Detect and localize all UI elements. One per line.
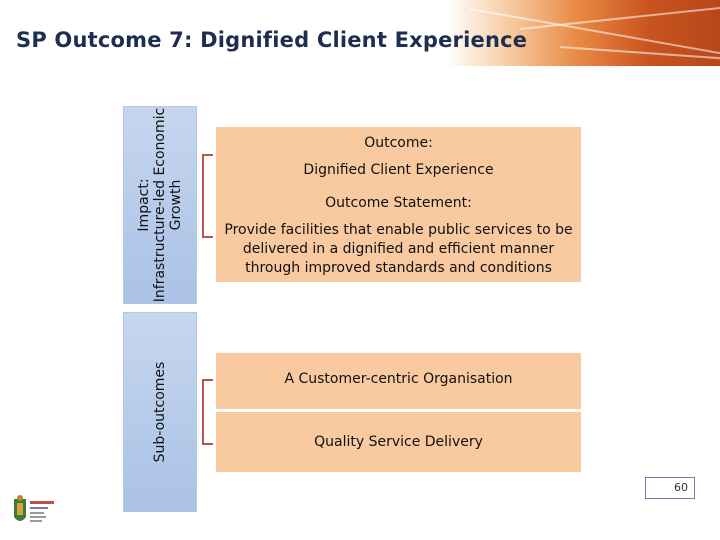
impact-line: Impact: xyxy=(136,108,152,302)
sub-outcomes-bar: Sub-outcomes xyxy=(123,312,197,512)
outcome-box: Outcome: Dignified Client Experience xyxy=(216,127,581,191)
outcome-statement-box: Outcome Statement: Provide facilities th… xyxy=(216,191,581,282)
slide-title: SP Outcome 7: Dignified Client Experienc… xyxy=(16,28,527,52)
impact-label: Impact: Infrastructure-led Economic Grow… xyxy=(136,108,184,302)
sub-outcome-text: A Customer-centric Organisation xyxy=(216,371,581,387)
sub-outcome-box: A Customer-centric Organisation xyxy=(216,353,581,409)
banner-streak xyxy=(520,5,720,30)
header-banner: SP Outcome 7: Dignified Client Experienc… xyxy=(0,0,720,66)
statement-text: Provide facilities that enable public se… xyxy=(222,221,575,278)
sub-outcome-bracket xyxy=(202,379,213,445)
impact-line: Infrastructure-led Economic xyxy=(152,108,168,302)
sub-outcomes-label: Sub-outcomes xyxy=(152,362,168,463)
outcome-bracket xyxy=(202,154,213,238)
page-number: 60 xyxy=(645,477,695,499)
statement-heading: Outcome Statement: xyxy=(216,195,581,211)
sub-outcome-text: Quality Service Delivery xyxy=(216,434,581,450)
impact-bar: Impact: Infrastructure-led Economic Grow… xyxy=(123,106,197,304)
coat-of-arms-icon xyxy=(8,495,62,535)
impact-line: Growth xyxy=(168,108,184,302)
outcome-text: Dignified Client Experience xyxy=(216,162,581,178)
sub-outcome-box: Quality Service Delivery xyxy=(216,412,581,472)
outcome-heading: Outcome: xyxy=(216,135,581,151)
